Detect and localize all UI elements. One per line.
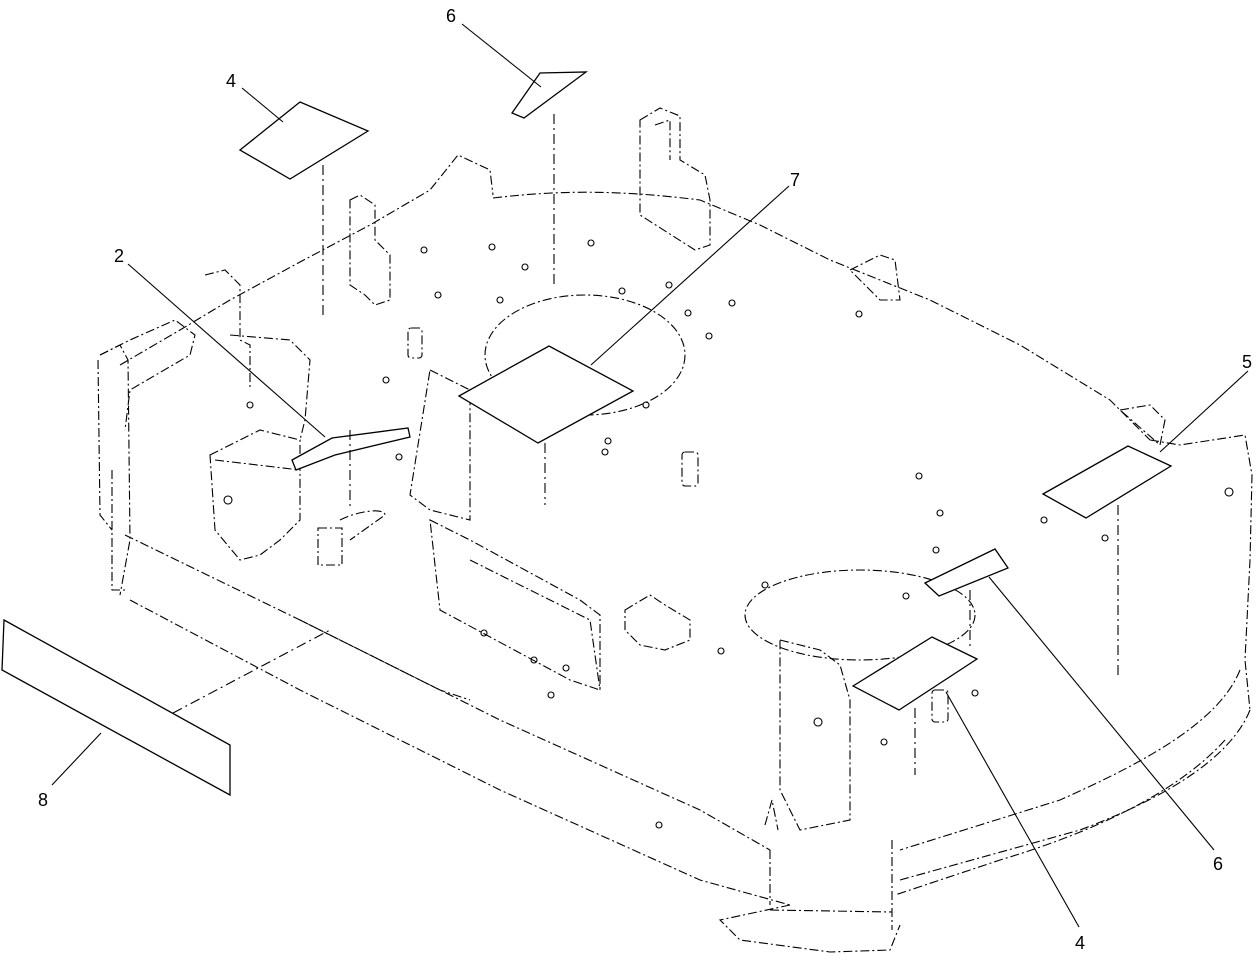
decals xyxy=(1,71,1173,797)
decal-5-right xyxy=(1041,445,1173,519)
leader-lines xyxy=(51,23,1249,928)
decal-4-rear xyxy=(238,101,370,180)
callout-5: 5 xyxy=(1242,352,1252,372)
callout-4-rear: 4 xyxy=(226,71,236,91)
decal-7-center xyxy=(457,345,635,444)
callout-6-right: 6 xyxy=(1213,854,1223,874)
callout-6-rear: 6 xyxy=(446,6,456,26)
callout-4-front: 4 xyxy=(1075,933,1085,953)
deck-brackets xyxy=(99,107,1166,831)
decal-8-front xyxy=(1,618,231,797)
decal-6-right xyxy=(923,548,1009,597)
decal-2-bar xyxy=(291,427,411,471)
bolt-holes xyxy=(223,239,1234,829)
callout-labels: 4 6 7 2 5 8 6 4 xyxy=(38,6,1252,953)
mower-deck-housing xyxy=(97,154,1253,953)
decal-6-rear xyxy=(511,71,589,119)
callout-2: 2 xyxy=(114,246,124,266)
callout-7: 7 xyxy=(790,170,800,190)
decal-4-right xyxy=(851,636,979,711)
placement-lines xyxy=(172,114,1119,775)
callout-8: 8 xyxy=(38,790,48,810)
